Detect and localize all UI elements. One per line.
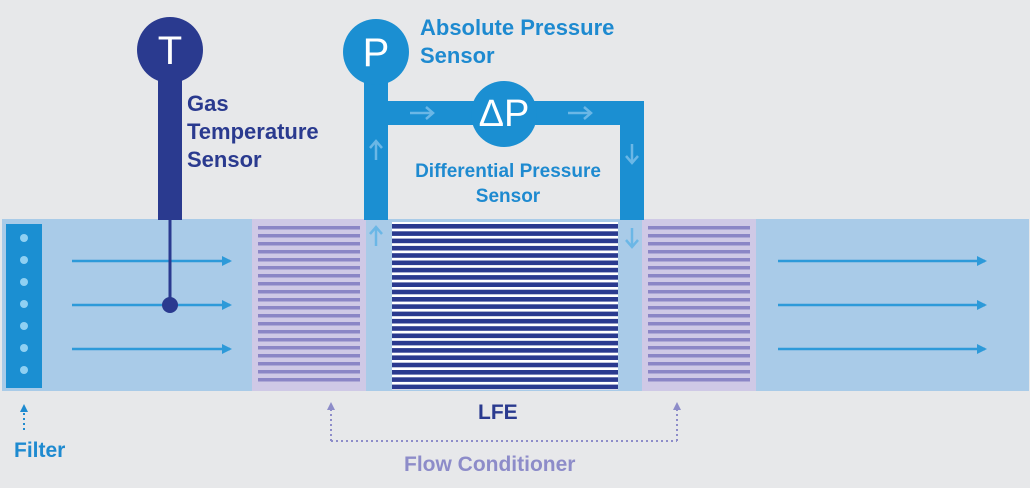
conditioner-stripe: [648, 330, 750, 334]
lfe-stripe: [392, 289, 618, 295]
conditioner-stripe: [648, 338, 750, 342]
conditioner-stripe: [258, 234, 360, 238]
lfe-stripe: [392, 267, 618, 273]
differential-pressure-sensor-label-line: Differential Pressure: [415, 161, 601, 182]
lfe-stripe: [392, 318, 618, 324]
absolute-pressure-sensor-label-line: Sensor: [420, 43, 495, 69]
lfe-stripe: [392, 253, 618, 258]
conditioner-stripe: [648, 306, 750, 310]
gas-temperature-sensor-label: Gas Temperature Sensor: [187, 90, 319, 174]
conditioner-stripe: [258, 346, 360, 350]
conditioner-stripe: [648, 274, 750, 278]
lfe-stripe: [392, 355, 618, 360]
conditioner-stripe: [648, 250, 750, 254]
conditioner-stripe: [648, 354, 750, 358]
conditioner-stripe: [258, 306, 360, 310]
conditioner-stripe: [648, 266, 750, 270]
lfe-stripe: [392, 260, 618, 266]
lfe-stripe: [392, 245, 618, 251]
conditioner-stripe: [258, 282, 360, 286]
lfe-stripe: [392, 333, 618, 339]
lfe-label: LFE: [478, 401, 518, 424]
conditioner-stripe: [648, 378, 750, 382]
tubing-arrows: [369, 106, 639, 249]
conditioner-stripe: [648, 370, 750, 374]
flow-conditioner-right: [642, 219, 756, 391]
conditioner-stripe: [258, 258, 360, 262]
lfe-stripe: [392, 297, 618, 302]
absolute-pressure-symbol: P: [362, 31, 390, 75]
flow-conditioner-left: [252, 219, 366, 391]
lfe-stripe: [392, 282, 618, 287]
filter-label: Filter: [14, 439, 66, 462]
conditioner-stripe: [258, 274, 360, 278]
lfe-stripe: [392, 304, 618, 309]
conditioner-stripe: [258, 330, 360, 334]
lfe-stripe: [392, 275, 618, 280]
lfe-stripe: [392, 311, 618, 317]
conditioner-stripe: [258, 322, 360, 326]
lfe-stripe: [392, 362, 618, 368]
absolute-pressure-sensor-label-line: Absolute Pressure: [420, 15, 615, 40]
conditioner-stripe: [648, 258, 750, 262]
conditioner-stripe: [648, 362, 750, 366]
conditioner-stripe: [258, 354, 360, 358]
lfe-stripe: [392, 340, 618, 346]
gas-temperature-sensor-label-line: Sensor: [187, 147, 262, 173]
conditioner-stripe: [258, 242, 360, 246]
flow-conditioner-bracket: [327, 402, 681, 442]
lfe-stripe: [392, 326, 618, 331]
conditioner-stripe: [258, 370, 360, 374]
conditioner-stripe: [648, 314, 750, 318]
differential-pressure-sensor-label: Differential Pressure Sensor: [388, 160, 628, 209]
flow-conditioner-label: Flow Conditioner: [404, 453, 576, 476]
lfe-stripe: [392, 238, 618, 244]
conditioner-stripe: [648, 322, 750, 326]
conditioner-stripe: [258, 378, 360, 382]
conditioner-stripe: [258, 226, 360, 230]
conditioner-stripe: [258, 298, 360, 302]
flow-arrows-in: [72, 256, 232, 354]
conditioner-stripe: [258, 250, 360, 254]
gas-temperature-sensor-label-line: Gas: [187, 91, 229, 116]
conditioner-stripe: [648, 298, 750, 302]
differential-pressure-sensor: [471, 81, 537, 147]
conditioner-stripe: [258, 338, 360, 342]
absolute-pressure-sensor: [343, 19, 409, 85]
conditioner-stripe: [258, 266, 360, 270]
gas-temperature-sensor-label-line: Temperature: [187, 119, 319, 145]
lfe-stripe: [392, 224, 618, 229]
lfe-stripe: [392, 348, 618, 353]
conditioner-stripe: [258, 314, 360, 318]
differential-pressure-symbol: ΔP: [478, 93, 530, 135]
lfe-stripe: [392, 370, 618, 375]
filter-element: [6, 224, 42, 388]
conditioner-stripe: [258, 362, 360, 366]
differential-pressure-sensor-label-line: Sensor: [475, 185, 541, 207]
absolute-pressure-sensor-label: Absolute Pressure Sensor: [420, 14, 614, 70]
lfe-stripe: [392, 377, 618, 382]
conditioner-stripe: [648, 282, 750, 286]
temperature-symbol: T: [157, 29, 183, 73]
flow-arrows-out: [778, 256, 987, 354]
conditioner-stripe: [648, 242, 750, 246]
conditioner-stripe: [258, 290, 360, 294]
temperature-sensor: [137, 17, 203, 313]
conditioner-stripe: [648, 226, 750, 230]
conditioner-stripe: [648, 290, 750, 294]
lfe-stripe: [392, 231, 618, 236]
lfe-stripe: [392, 384, 618, 390]
lfe-element: [392, 222, 618, 390]
conditioner-stripe: [648, 346, 750, 350]
conditioner-stripe: [648, 234, 750, 238]
